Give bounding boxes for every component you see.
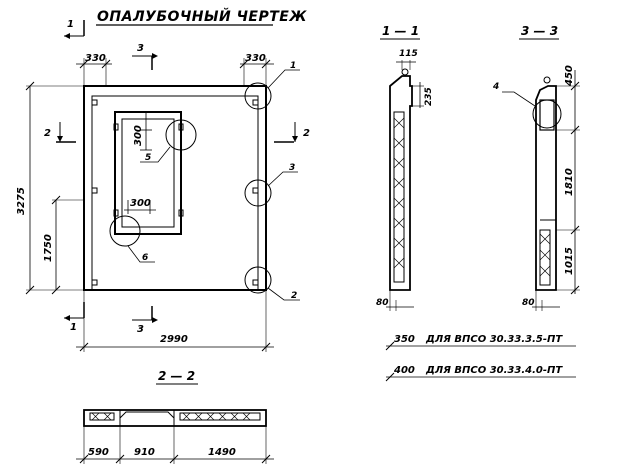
cut-2: 2 2 — [44, 122, 310, 143]
dim-330-right: 330 — [245, 53, 266, 64]
cut-1-bottom-label: 1 — [70, 322, 77, 333]
opening-embed — [113, 123, 119, 131]
dims-bottom: 2990 — [76, 290, 274, 352]
dim-450: 450 — [564, 65, 575, 87]
dim-80-s33: 80 — [522, 298, 535, 308]
leader-1 — [267, 69, 300, 89]
section-3-3: 3 — 3 4 450 1810 1015 80 — [492, 24, 580, 311]
embed-part — [252, 279, 259, 286]
window-opening — [114, 111, 182, 235]
callout-4: 4 — [492, 82, 499, 92]
dim-330-left: 330 — [85, 53, 106, 64]
callout-circle-5 — [165, 119, 197, 151]
section-1-1-label: 1 — 1 — [382, 24, 419, 38]
embed-part — [252, 99, 259, 106]
leader-3 — [267, 171, 298, 187]
opening-embed — [113, 209, 119, 217]
main-panel-view: 300 300 1 3 2 5 6 — [83, 61, 300, 301]
section-3-3-label: 3 — 3 — [521, 24, 558, 38]
leader-6 — [127, 245, 155, 263]
dim-2990: 2990 — [160, 334, 188, 345]
panel-inner-edge — [91, 95, 259, 290]
callout-circle-6 — [109, 215, 141, 247]
embed-part — [91, 99, 98, 106]
dim-1490: 1490 — [208, 447, 236, 458]
callout-1: 1 — [290, 61, 296, 71]
dim-115: 115 — [399, 49, 418, 59]
callout-3: 3 — [289, 163, 295, 173]
opening-embed — [178, 123, 184, 131]
cut-1: 1 1 — [64, 19, 85, 333]
section-2-2: 2 — 2 590 910 1490 — [76, 369, 274, 464]
leader-2 — [267, 287, 300, 301]
cut-2-right-label: 2 — [303, 128, 310, 139]
opening-embed — [178, 209, 184, 217]
dim-590: 590 — [88, 447, 109, 458]
cut-2-left-label: 2 — [44, 128, 51, 139]
callout-circle-3 — [244, 179, 272, 207]
callout-2: 2 — [291, 291, 297, 301]
cut-3: 3 3 — [132, 43, 158, 335]
callout-circle-1 — [244, 82, 272, 110]
section-2-2-label: 2 — 2 — [158, 369, 195, 383]
dim-300-bottom: 300 — [130, 198, 151, 209]
dim-1810: 1810 — [564, 168, 575, 196]
window-opening-inner — [121, 118, 175, 228]
dim-1750: 1750 — [43, 234, 54, 262]
dim-3275: 3275 — [16, 187, 27, 215]
embed-part — [91, 279, 98, 286]
note-1-text: ДЛЯ ВПСО 30.33.3.5-ПТ — [425, 334, 563, 345]
dim-910: 910 — [134, 447, 155, 458]
cut-1-top-label: 1 — [67, 19, 74, 30]
note-2-text: ДЛЯ ВПСО 30.33.4.0-ПТ — [425, 365, 563, 376]
cut-3-bottom-label: 3 — [137, 324, 144, 335]
cut-3-top-label: 3 — [137, 43, 144, 54]
dims-top: 330 330 — [76, 53, 274, 86]
dim-235: 235 — [424, 87, 434, 106]
dim-80-s11: 80 — [376, 298, 389, 308]
callout-circle-2 — [244, 266, 272, 294]
note-2-value: 400 — [393, 365, 415, 376]
variant-notes: 350 ДЛЯ ВПСО 30.33.3.5-ПТ 400 ДЛЯ ВПСО 3… — [385, 334, 576, 382]
callout-6: 6 — [142, 253, 148, 263]
panel-outline — [83, 85, 267, 291]
embed-part — [252, 187, 259, 194]
note-1-value: 350 — [394, 334, 415, 345]
drawing-title: ОПАЛУБОЧНЫЙ ЧЕРТЕЖ — [97, 8, 307, 25]
leader-5 — [140, 146, 171, 163]
embed-part — [91, 187, 98, 194]
section-1-1: 1 — 1 115 235 80 — [376, 24, 434, 311]
dim-300-top: 300 — [133, 125, 144, 146]
callout-5: 5 — [145, 153, 151, 163]
dim-1015: 1015 — [564, 247, 575, 275]
dims-left: 3275 1750 — [16, 81, 84, 295]
